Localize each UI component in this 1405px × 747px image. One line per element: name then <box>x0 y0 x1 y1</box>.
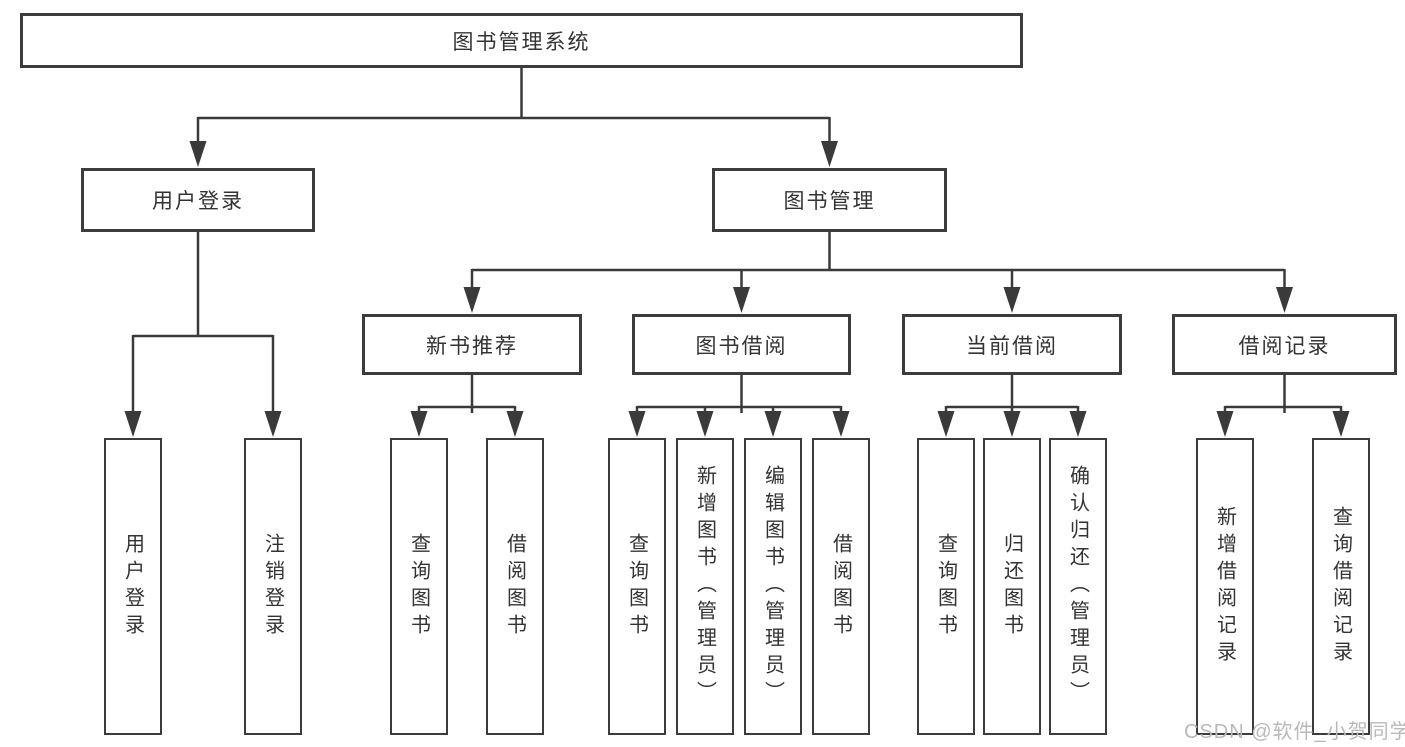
leaf-borrow-books-recommend: 借阅图书 <box>486 438 544 735</box>
node-root: 图书管理系统 <box>20 13 1023 68</box>
leaf-return-book: 归还图书 <box>983 438 1041 735</box>
node-user-login: 用户登录 <box>81 168 315 232</box>
leaf-logout: 注销登录 <box>244 438 302 735</box>
csdn-watermark: CSDN @软件_小贺同学 <box>1184 721 1405 743</box>
leaf-borrow-books-borrow: 借阅图书 <box>812 438 870 735</box>
leaf-add-borrow-record: 新增借阅记录 <box>1196 438 1254 735</box>
leaf-add-book-admin: 新增图书（管理员） <box>676 438 734 735</box>
leaf-query-books-recommend: 查询图书 <box>390 438 448 735</box>
node-book-management: 图书管理 <box>712 168 947 232</box>
node-book-borrow: 图书借阅 <box>632 314 851 375</box>
node-current-borrow: 当前借阅 <box>902 314 1122 375</box>
node-borrow-records: 借阅记录 <box>1172 314 1397 375</box>
leaf-query-books-current: 查询图书 <box>917 438 975 735</box>
leaf-query-borrow-record: 查询借阅记录 <box>1312 438 1370 735</box>
leaf-user-login: 用户登录 <box>104 438 162 735</box>
arrowheads <box>124 141 1350 437</box>
node-new-book-recommend: 新书推荐 <box>362 314 582 375</box>
leaf-confirm-return-admin: 确认归还（管理员） <box>1049 438 1107 735</box>
leaf-query-books-borrow: 查询图书 <box>608 438 666 735</box>
leaf-edit-book-admin: 编辑图书（管理员） <box>744 438 802 735</box>
